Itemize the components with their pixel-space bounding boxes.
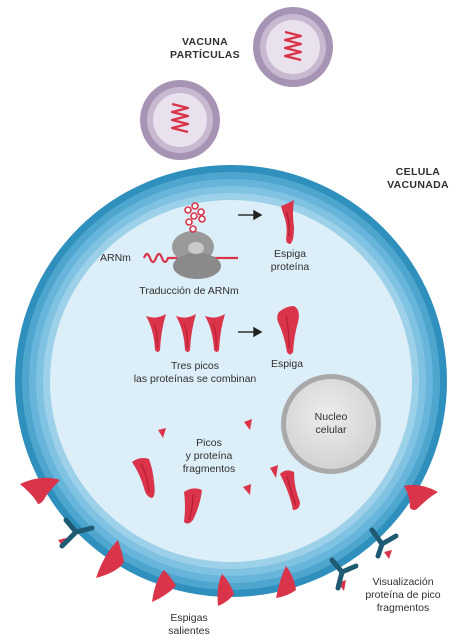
surface-spike-icon	[404, 484, 438, 510]
antibody-icon	[329, 557, 359, 591]
spike-monomer-icon	[205, 314, 225, 352]
mrna-translation	[142, 202, 238, 279]
label-line: VACUNA	[182, 36, 228, 48]
antibody-icon	[59, 517, 95, 549]
nucleus-label: Nucleo celular	[296, 411, 366, 437]
label-line: Espiga	[273, 248, 307, 260]
surface-spike-icon	[276, 566, 296, 598]
spike-protein-icon	[184, 488, 202, 524]
label-line: PARTÍCULAS	[170, 49, 240, 61]
vaccine-particle-fusing	[140, 80, 220, 160]
label-line: Tres picos	[170, 360, 220, 372]
label-line: Espigas	[170, 612, 208, 624]
visualization-label: Visualización proteína de pico fragmento…	[350, 576, 456, 615]
label-line: CELULA	[395, 166, 441, 178]
spike-protein-icon	[132, 458, 155, 498]
surface-spike-icon	[217, 574, 234, 606]
spike-protein-icon	[280, 470, 300, 510]
protruding-spikes-label: Espigas salientes	[154, 612, 224, 638]
label-line: fragmentos	[182, 463, 236, 475]
spike-trimer-icon	[277, 306, 299, 355]
label-line: salientes	[168, 625, 210, 637]
surface-spike-icon	[20, 477, 60, 504]
vaccinated-cell-label: CELULA VACUNADA	[368, 166, 468, 192]
spikes-fragments-label: Picos y proteína fragmentos	[172, 437, 246, 476]
label-line: Traducción de ARNm	[139, 285, 239, 297]
label-line: las proteínas se combinan	[133, 373, 257, 385]
label-line: fragmentos	[376, 602, 430, 614]
arrow-icon	[238, 209, 263, 221]
surface-spike-icon	[152, 570, 176, 602]
spike-protein-icon	[281, 200, 294, 244]
vaccine-particles-label: VACUNA PARTÍCULAS	[150, 36, 260, 62]
label-line: celular	[315, 424, 347, 436]
label-line: ARNm	[100, 252, 131, 264]
label-line: proteína de pico	[365, 589, 441, 601]
spike-protein-label: Espiga proteína	[262, 248, 318, 274]
translation-label: Traducción de ARNm	[126, 285, 252, 298]
nucleus	[281, 374, 381, 474]
antibody-icon	[369, 527, 399, 559]
mrna-label: ARNm	[100, 252, 144, 265]
label-line: proteína	[270, 261, 310, 273]
label-line: Picos	[196, 437, 222, 449]
spike-fragments	[58, 419, 392, 591]
surface-spike-icon	[96, 540, 124, 578]
label-line: y proteína	[185, 450, 233, 462]
vaccine-particle-top	[253, 7, 333, 87]
three-spikes-label: Tres picos las proteínas se combinan	[122, 360, 268, 386]
label-line: Nucleo	[314, 411, 348, 423]
label-line: VACUNADA	[387, 179, 449, 191]
spike-monomer-icon	[146, 314, 166, 352]
label-line: Espiga	[270, 358, 304, 370]
arrow-icon	[238, 326, 263, 338]
spike-monomer-icon	[176, 314, 196, 352]
spike-label: Espiga	[262, 358, 312, 371]
label-line: Visualización	[372, 576, 434, 588]
